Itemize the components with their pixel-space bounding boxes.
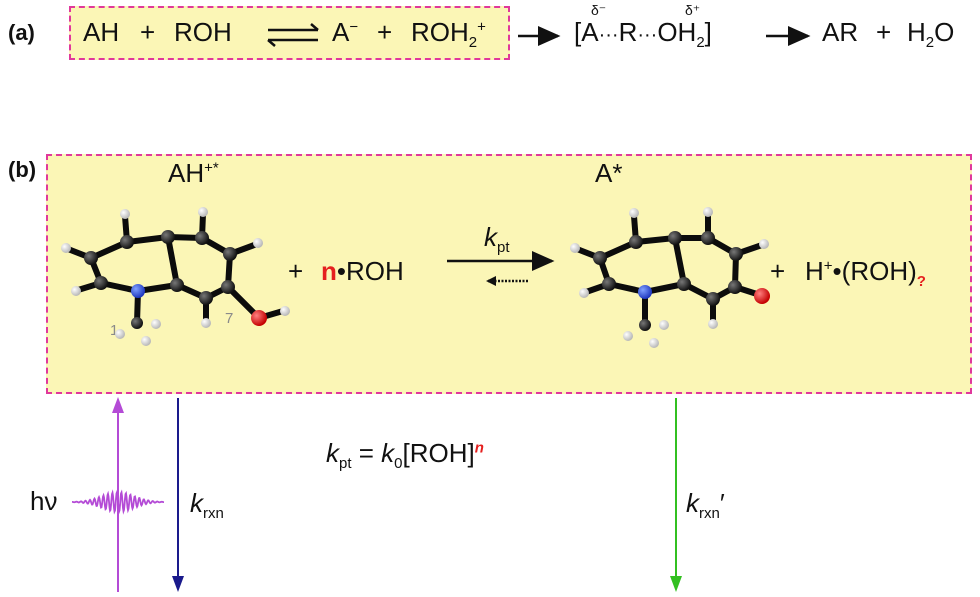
plus-sign: +	[288, 256, 304, 286]
species-ah-excited: AH+*	[168, 158, 219, 188]
hydronium-cluster: H+•(ROH)?	[805, 256, 926, 291]
photon-wave	[71, 488, 165, 516]
panel-b-highlight-box	[46, 154, 972, 394]
rate-equation: kpt = k0[ROH]n	[326, 438, 484, 473]
panel-a-label: (a)	[8, 20, 35, 45]
k-rxn-decay-arrow	[172, 398, 184, 592]
molecule-ahplus-atoms	[61, 207, 290, 346]
k-rxn-label: krxn	[190, 488, 224, 523]
reverse-arrow-b	[486, 276, 528, 286]
product-ar: AR	[822, 17, 859, 47]
k-rxn-prime-decay-arrow	[670, 398, 682, 592]
reactant-roh: ROH	[174, 17, 232, 47]
k-pt-label: kpt	[484, 222, 510, 257]
k-rxn-prime-label: krxn′	[686, 488, 725, 523]
species-a-excited: A*	[595, 158, 623, 188]
product-roh2-plus: ROH2+	[411, 17, 486, 52]
transition-state: [A···R···OH2]	[574, 17, 712, 52]
atom-label-c7: 7	[225, 310, 234, 327]
delta-plus-label: δ⁺	[685, 2, 701, 18]
plus-sign: +	[140, 17, 156, 47]
panel-a-highlight-box	[69, 6, 510, 60]
product-water: H2O	[907, 17, 955, 52]
atom-label-n1: 1	[110, 322, 119, 339]
equilibrium-arrows-a	[267, 23, 319, 47]
molecule-a-atoms	[570, 207, 770, 348]
reactant-ah: AH	[83, 17, 120, 47]
n-roh-term: n•ROH	[321, 256, 404, 286]
product-a-minus: A−	[332, 17, 359, 47]
panel-b-label: (b)	[8, 157, 37, 182]
molecule-ahplus-bonds	[65, 211, 286, 326]
hv-label: hν	[30, 486, 58, 516]
molecule-a-bonds	[574, 211, 765, 327]
plus-sign: +	[377, 17, 393, 47]
plus-sign: +	[770, 256, 786, 286]
delta-minus-label: δ⁻	[591, 2, 607, 18]
plus-sign: +	[876, 17, 892, 47]
